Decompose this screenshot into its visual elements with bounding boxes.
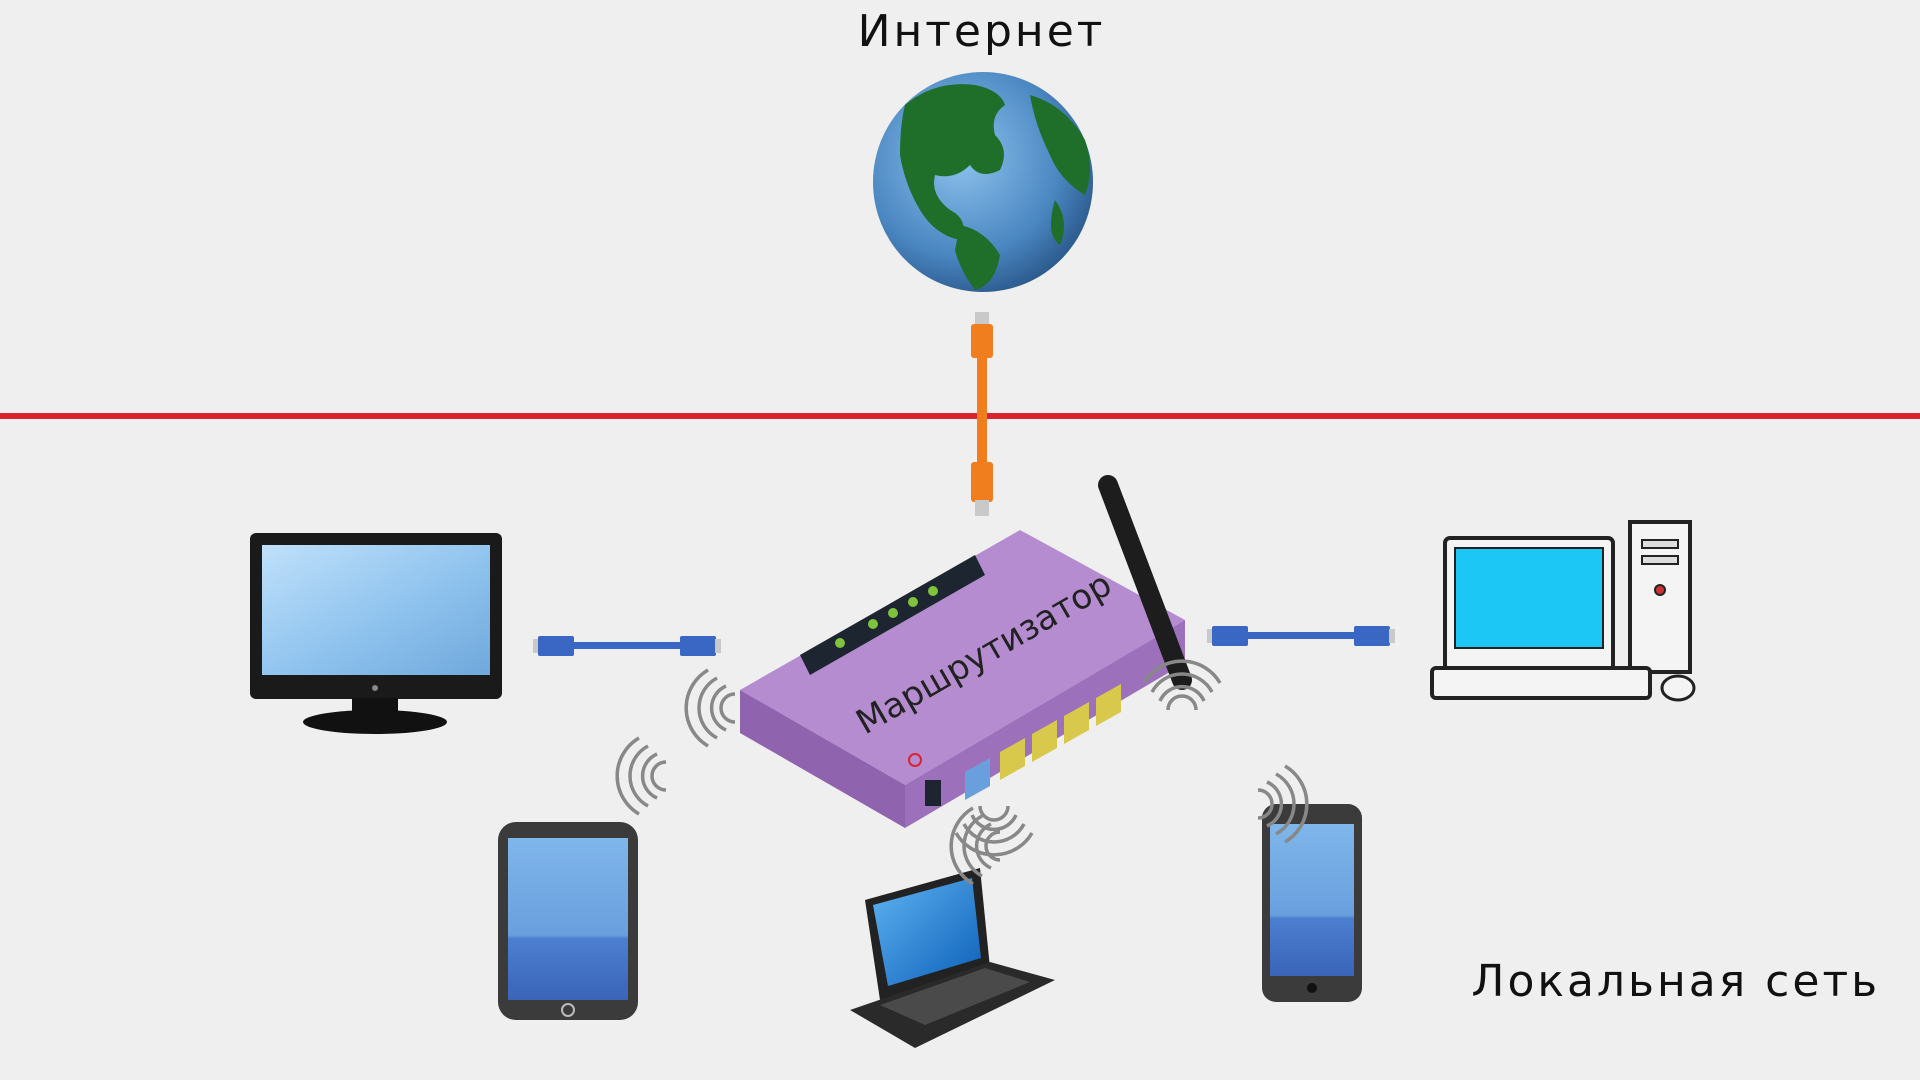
internet-label: Интернет: [857, 6, 1106, 57]
smartphone-icon: [1262, 804, 1362, 1002]
wan-ethernet-cable-icon: [971, 312, 993, 516]
wifi-signal-icon: [615, 736, 668, 816]
lan-ethernet-cable-icon: [1207, 626, 1395, 646]
wifi-signal-icon: [684, 668, 737, 748]
desktop-computer-icon: [1430, 520, 1696, 702]
network-boundary-line: [0, 413, 1920, 419]
globe-icon: [873, 72, 1093, 292]
monitor-icon: [250, 533, 502, 734]
lan-ethernet-cable-icon: [533, 636, 721, 656]
tablet-icon: [498, 822, 638, 1020]
router-antenna-icon: [1098, 475, 1192, 690]
router-icon: Маршрутизатор: [740, 530, 1185, 828]
laptop-icon: [850, 868, 1055, 1048]
local-network-label: Локальная сеть: [1471, 956, 1880, 1007]
